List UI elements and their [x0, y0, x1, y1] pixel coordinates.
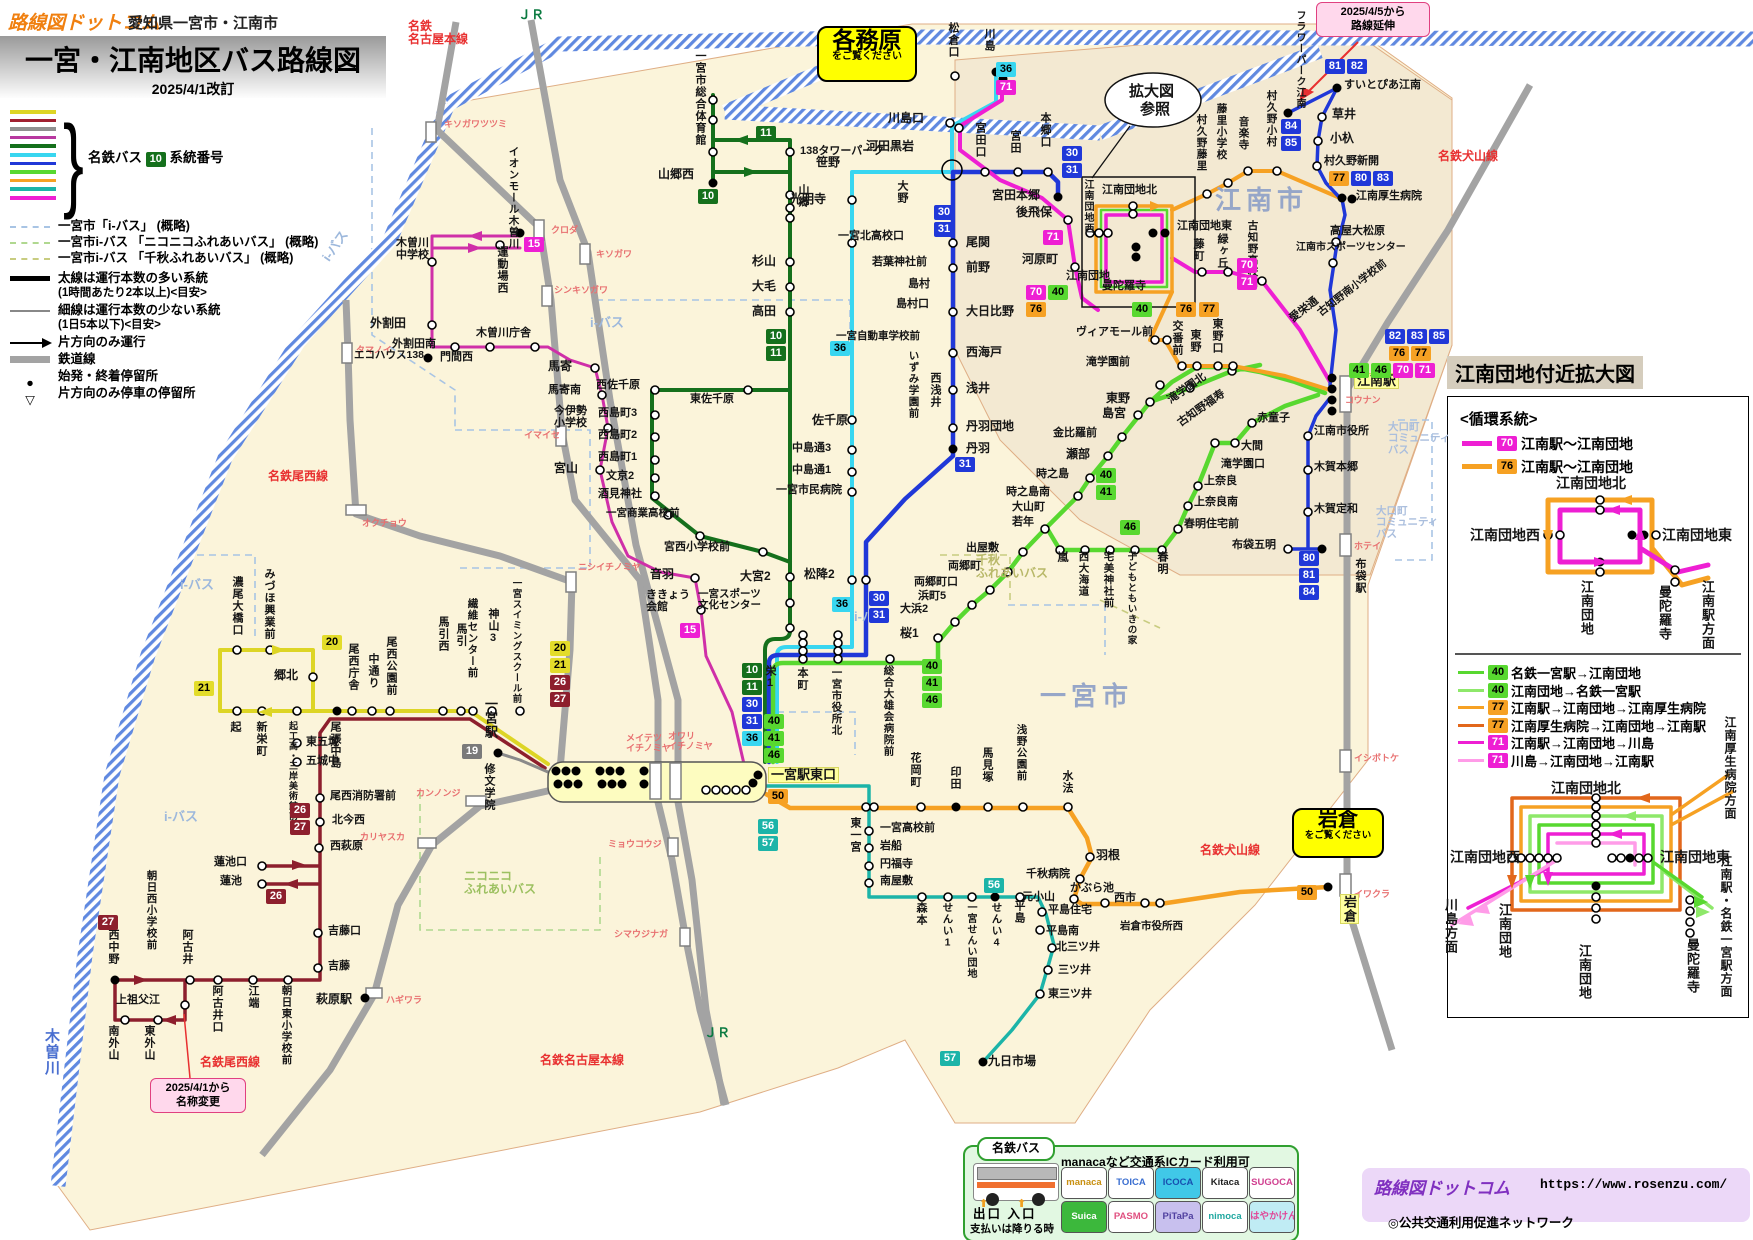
panel-divider — [1455, 653, 1741, 655]
legend-swatch — [10, 110, 56, 114]
legend-row: 一宮市i-バス 「ニコニコふれあいバス」 (概略) — [10, 235, 319, 250]
ic-note: manacaなど交通系ICカード利用可 — [1061, 1155, 1250, 1169]
exit-entrance-label: 出口 入口 — [973, 1207, 1037, 1221]
kakamigahara-callout[interactable]: 各務原 をご覧ください — [817, 26, 917, 82]
credit-logo: 路線図ドットコム — [1374, 1179, 1510, 1198]
land-areas — [57, 23, 1453, 1231]
legend-swatch — [10, 196, 56, 200]
legend-row: (1日5本以下)<目安> — [10, 318, 161, 332]
page-title: 一宮・江南地区バス路線図 — [24, 45, 361, 76]
panel-section-label: <循環系統> — [1460, 411, 1538, 428]
ic-card-logo: nimoca — [1202, 1201, 1248, 1233]
legend-swatch — [10, 144, 56, 148]
legend-row: (1時間あたり2本以上)<目安> — [10, 286, 207, 300]
legend-swatch — [10, 161, 56, 166]
ic-card-logo: TOICA — [1108, 1167, 1154, 1199]
badge-suffix: 系統番号 — [169, 150, 224, 165]
region-label: 愛知県一宮市・江南市 — [128, 15, 279, 32]
iwakura-title: 岩倉 — [1318, 809, 1358, 831]
credit-box: 路線図ドットコム https://www.rosenzu.com/ ◎公共交通利… — [1362, 1168, 1750, 1230]
credit-org-note: ◎公共交通利用促進ネットワーク 無断転載を禁じます — [1374, 1198, 1574, 1240]
bus-stops — [110, 67, 1695, 1067]
ic-card-logo: Suica — [1061, 1201, 1107, 1233]
credit-url[interactable]: https://www.rosenzu.com/ — [1540, 1177, 1728, 1192]
iwakura-callout[interactable]: 岩倉 をご覧ください — [1292, 808, 1384, 858]
legend-text: 鉄道線 — [58, 352, 96, 366]
bus-stripe — [977, 1182, 1055, 1188]
admin-dashed — [185, 128, 1433, 931]
legend-text: 一宮市i-バス 「ニコニコふれあいバス」 (概略) — [58, 235, 319, 249]
iwakura-sub: をご覧ください — [1304, 830, 1372, 841]
legend-text: (1時間あたり2本以上)<目安> — [58, 287, 207, 299]
legend-text: 片方向のみ運行 — [58, 335, 146, 349]
entrance-arrow-icon: ⬆ — [1017, 1198, 1027, 1210]
legend-text: 太線は運行本数の多い系統 — [58, 271, 209, 285]
extension-notice: 2025/4/5から 路線延伸 — [1316, 2, 1430, 37]
ic-card-logo: PiTaPa — [1155, 1201, 1201, 1233]
brace-glyph: } — [62, 105, 84, 221]
legend-text: 始発・終着停留所 — [58, 369, 159, 383]
title-bar: 一宮・江南地区バス路線図 2025/4/1改訂 — [0, 36, 386, 98]
ic-card-logo: manaca — [1061, 1167, 1107, 1199]
ic-card-box: 名鉄バス manacaなど交通系ICカード利用可 ⬆ ⬆ 出口 入口 支払いは降… — [963, 1137, 1299, 1240]
legend-row: ●始発・終着停留所 — [26, 369, 159, 390]
meitetsu-bus-tab: 名鉄バス — [977, 1137, 1055, 1161]
ic-card-logo: Kitaca — [1202, 1167, 1248, 1199]
rail-stations — [341, 121, 1352, 999]
legend-swatch — [10, 170, 56, 174]
bus-windows — [977, 1167, 1057, 1180]
legend-swatch — [10, 153, 56, 157]
panel-title: 江南団地付近拡大図 — [1447, 356, 1643, 389]
legend-swatch — [10, 187, 56, 191]
legend-text: 一宮市i-バス 「千秋ふれあいバス」 (概略) — [58, 251, 294, 265]
legend-row: ▽片方向のみ停車の停留所 — [25, 386, 196, 407]
sample-badge: 10 — [145, 152, 166, 167]
ic-card-logo: ICOCA — [1155, 1167, 1201, 1199]
legend-row: 一宮市i-バス 「千秋ふれあいバス」 (概略) — [10, 251, 294, 266]
site-logo: 路線図ドットコム — [8, 13, 161, 34]
legend-swatch — [10, 127, 56, 131]
ic-card-logo: SUGOCA — [1249, 1167, 1295, 1199]
exit-arrow-icon: ⬆ — [979, 1198, 989, 1210]
legend-text: 一宮市「i-バス」 (概略) — [58, 219, 190, 233]
bus-wheel — [1032, 1193, 1045, 1206]
rename-notice: 2025/4/1から 名称変更 — [150, 1078, 246, 1113]
legend-row: 太線は運行本数の多い系統 — [10, 271, 209, 286]
revision-date: 2025/4/1改訂 — [151, 81, 235, 97]
meitetsu-label: 名鉄バス — [88, 150, 142, 165]
legend-text: (1日5本以下)<目安> — [58, 319, 161, 331]
legend-row: 細線は運行本数の少ない系統 — [10, 303, 221, 318]
credit-org: ◎公共交通利用促進ネットワーク — [1387, 1216, 1574, 1230]
legend-text: 細線は運行本数の少ない系統 — [58, 303, 221, 317]
ic-card-logo: PASMO — [1108, 1201, 1154, 1233]
ic-card-logo: はやかけん — [1249, 1201, 1295, 1233]
kakamigahara-title: 各務原 — [832, 27, 902, 53]
legend-swatch — [10, 135, 56, 140]
one-way-arrows — [134, 135, 1710, 1025]
legend-swatch — [10, 118, 56, 123]
legend-text: 片方向のみ停車の停留所 — [58, 386, 196, 400]
legend-swatch — [10, 178, 56, 183]
legend-row: 一宮市「i-バス」 (概略) — [10, 219, 190, 234]
bus-wheel — [986, 1193, 999, 1206]
meitetsu-bus-legend: 名鉄バス 10 系統番号 — [88, 146, 224, 167]
legend-row: 鉄道線 — [10, 352, 96, 367]
callout-leaders — [1081, 72, 1202, 308]
payment-note: 支払いは降りる時 — [970, 1223, 1054, 1235]
bus-illustration — [973, 1163, 1059, 1206]
kakamigahara-sub: をご覧ください — [832, 51, 902, 63]
legend-row: 片方向のみ運行 — [10, 335, 146, 350]
konan-danchi-panel — [1447, 396, 1749, 1018]
